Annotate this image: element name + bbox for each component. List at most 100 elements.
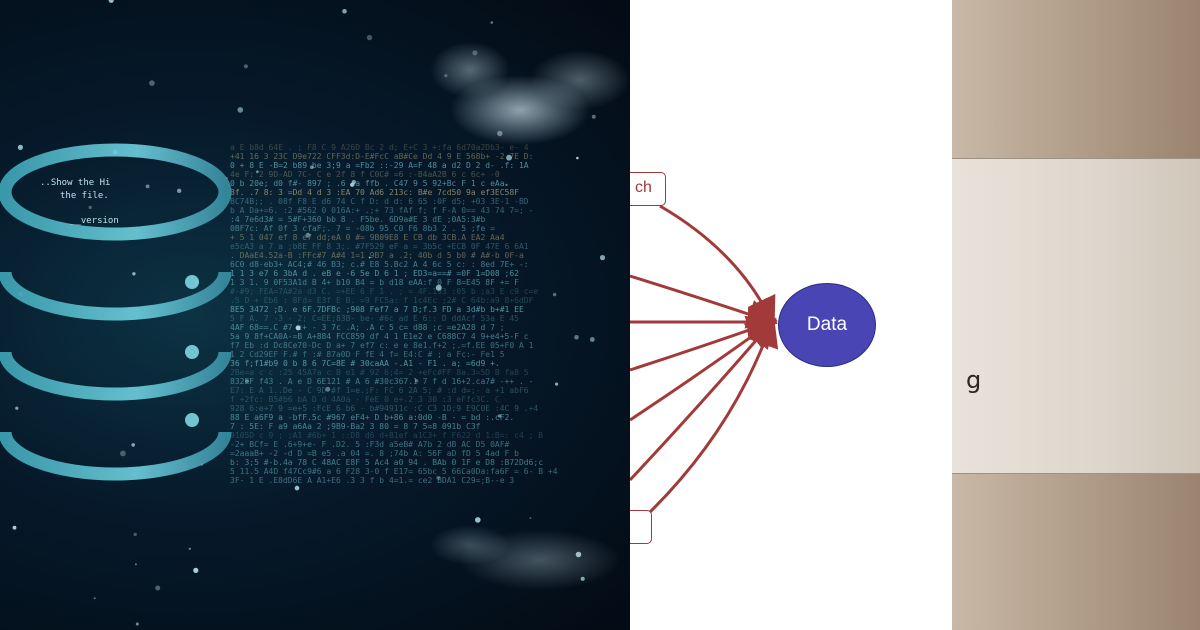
edges [630, 204, 779, 514]
right-image-panel: g [952, 0, 1200, 630]
particle [295, 325, 301, 331]
particle [576, 156, 579, 160]
matrix-line: f +2fc: B5#b6 bA D d 4A0a - FeE 0 e+.2 3… [230, 395, 500, 404]
particle [145, 184, 150, 189]
matrix-line: 0BF7c: Af 0f 3 cfaF;. 7 = -08b 95 C0 F6 … [230, 224, 495, 233]
particle [497, 130, 503, 137]
particle [325, 386, 331, 392]
particle [506, 154, 512, 161]
particle [108, 0, 114, 3]
particle [490, 21, 494, 24]
database-icon [0, 143, 232, 481]
matrix-line: . DAaE4.52a-B :FFc#7 A#4 1=1 9B7 a .2; 4… [230, 251, 524, 260]
matrix-line: 1 3 1. 9 0F53A1d B 4+ b10 B4 = b d18 eAA… [230, 278, 519, 287]
diagram-panel: ch l Data [630, 0, 952, 630]
particle [574, 335, 579, 340]
matrix-line: 8E5 3472 ;D. e 6F.7DFBc ;908 Fef7 a 7 D;… [230, 305, 524, 314]
matrix-line: 5a 9 8f+CA0A-=B A+884 FCC859 df 4 1 E1e2… [230, 332, 529, 341]
particle [575, 551, 582, 558]
particle [505, 183, 508, 187]
particle [149, 80, 155, 86]
particle [15, 406, 19, 410]
particle [599, 255, 606, 261]
particle [133, 532, 137, 537]
matrix-line: 36 f;f1#b9 0 b 8 6 7C=8E # 30caAA -.A1 -… [230, 359, 500, 368]
code-snippet: ..Show the Hi the file. __version [40, 178, 119, 226]
particle [294, 485, 300, 491]
particle [472, 50, 478, 56]
particle [414, 379, 419, 383]
particle [93, 597, 96, 600]
particle [498, 414, 502, 418]
data-background: a E b8d 64E . ; F8 C 9 A26D Bc 2 d; E+C … [0, 0, 630, 626]
particle [243, 64, 248, 69]
particle [305, 232, 311, 238]
edge-arrow [630, 274, 778, 329]
particle [135, 563, 137, 566]
right-panel-text: g [966, 366, 982, 394]
node-top[interactable]: ch [630, 172, 666, 206]
particle [591, 114, 596, 119]
particle [17, 144, 23, 150]
matrix-line: 4AF 68==.C #7 c+ - 3 7c .A; .A c 5 c= d8… [230, 323, 505, 332]
matrix-line: 9105D c 9 ; ;A1 #6b+ 1 ::D8 d6 d+B1ef a1… [230, 431, 543, 440]
matrix-line: 5 F A. 7 -3 - 2; C=EE;83B- be- #6c ad E … [230, 314, 519, 323]
particle [245, 379, 249, 384]
particle [444, 74, 448, 78]
particle [342, 9, 347, 14]
matrix-line: =2aaaB+ -2 -d D =B e5 .a 04 =. 8 ;74b A:… [230, 449, 519, 458]
particle [256, 170, 259, 174]
matrix-line: BC74B;; . 08f F8 E d6 74 C f D: d d: 6 6… [230, 197, 529, 206]
matrix-line: #-#9; FEA=7A#2a d3 C. =+EE 6 F 1 . ; = 4… [230, 287, 538, 296]
bokeh-lights [430, 42, 630, 590]
matrix-line: 1 2 Cd29EF F.# f :# 87a0D F fE 4 f= E4:C… [230, 350, 505, 359]
particle [131, 443, 135, 447]
particle [529, 517, 532, 520]
matrix-line: b: 3;5 #-b.4a 78 C 48AC E8F 5 Ac4 a0 94 … [230, 458, 543, 467]
matrix-line: 0 b 20e; d0 f#- 897 ; .6 aa ffb . C47 9 … [230, 179, 505, 188]
particle [12, 525, 17, 530]
node-bottom[interactable]: l [630, 510, 652, 544]
code-line: ..Show the Hi [40, 178, 110, 188]
matrix-line: 928 6:e+7 9 =e+5 :FcE 6 b6 - b#94911c :C… [230, 404, 538, 413]
matrix-line: .5 D + Eb6 : 8Fd= E3f E B. =9 FC5a: f 1c… [230, 296, 534, 305]
particle [120, 450, 126, 457]
matrix-line: 5 11.5 A4D f47Cc9#6 a 6 F28 3-0 f E17= 6… [230, 467, 558, 476]
matrix-line: 88 E a6F9 a -bfF.5c #967 eF4+ D b+86 a:0… [230, 413, 514, 422]
data-node-label: Data [806, 314, 848, 335]
data-node[interactable]: Data [778, 283, 876, 367]
matrix-line: -2+ BCf= E .6+9+e- F .D2. 5 :F3d a5eB# A… [230, 440, 510, 449]
database-hero-image: a E b8d 64E . ; F8 C 9 A26D Bc 2 d; E+C … [0, 0, 630, 630]
matrix-line: e5cA3 a 7 a ;b8E FF 8 3;. #7F529 eF a = … [230, 242, 529, 251]
matrix-line: 3F- 1 E .E8dD6E A A1+E6 .3 3 f b 4=1.= c… [230, 476, 514, 485]
particle [88, 205, 92, 210]
matrix-characters: a E b8d 64E . ; F8 C 9 A26D Bc 2 d; E+C … [12, 0, 606, 626]
matrix-line: E7: E A 1..De - C 9D #f 1=e.;F: FC 6 2A … [230, 386, 529, 395]
matrix-line: + 5 1 047 ef 8 e7 dd;eA 0 #= 9B09E8 E CB… [230, 233, 505, 242]
particle [177, 188, 182, 193]
matrix-line: 7 : 5E: F a9 a6Aa 2 ;9B9-Ba2 3 80 = 8 7 … [230, 422, 481, 431]
right-band-bottom [952, 474, 1200, 630]
particle [237, 107, 244, 113]
particle [475, 517, 481, 523]
code-line: __version [70, 216, 119, 226]
right-band-top [952, 0, 1200, 158]
particle [193, 567, 199, 574]
particle [310, 165, 314, 169]
right-band-middle [952, 158, 1200, 474]
particle [555, 382, 559, 386]
particle [132, 272, 136, 276]
particle [368, 256, 371, 259]
matrix-line: 2Be=a c c :25 45A7a c B e1 # 92 6;4= 2 +… [230, 368, 529, 377]
matrix-line: 6C0 d8-eb3+ AC4;# 46 B3; c.# E8 5.Bc2 A … [230, 260, 529, 269]
node-top-label: ch [635, 179, 652, 196]
matrix-line: b A Da+=6. :2 #562 0 016A:+ .;+ 73 fAf f… [230, 206, 533, 215]
code-line: the file. [60, 191, 109, 201]
particle [580, 576, 585, 581]
particle [188, 547, 191, 550]
matrix-line: 1 1 3 e7 6 3bA d . eB e -6 5e D 6 1 ; ED… [230, 269, 519, 278]
matrix-line: 4e F; 2 9D-AD 7C- C e 2f 8 f C0C# =6 :-B… [230, 170, 500, 179]
matrix-line: a E b8d 64E . ; F8 C 9 A26D Bc 2 d; E+C … [230, 143, 529, 152]
particle [435, 284, 442, 291]
particle [436, 475, 441, 480]
